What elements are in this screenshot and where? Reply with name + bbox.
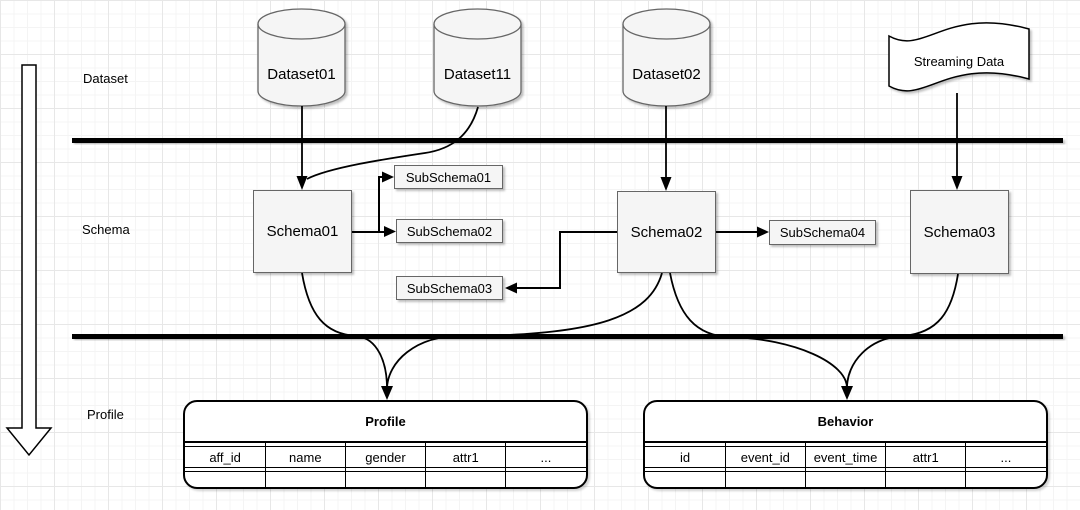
profile-title-divider (185, 441, 586, 443)
arrowhead-schema02-top (660, 177, 672, 191)
dataset11-label: Dataset11 (443, 66, 512, 83)
profile-header-bottomline (185, 467, 586, 468)
lane-divider-bottom (72, 334, 1063, 339)
streaming-data-label: Streaming Data (913, 54, 1005, 69)
edge-schema01-to-subschema01 (378, 176, 383, 232)
behavior-header-bottomline (645, 467, 1046, 468)
dataset02-cylinder-icon (622, 8, 711, 107)
subschema04-node: SubSchema04 (769, 220, 876, 245)
edge-schema03-to-behavior (846, 273, 959, 389)
timeline-arrow (5, 64, 53, 457)
profile-table: Profile aff_id name gender attr1 ... (183, 400, 588, 489)
edge-schema02-to-subschema03 (517, 231, 617, 289)
behavior-table-title: Behavior (817, 414, 874, 429)
behavior-col-line-2 (805, 441, 806, 487)
behavior-col-line-4 (965, 441, 966, 487)
schema03-node: Schema03 (910, 190, 1009, 274)
edge-schema02-to-behavior (669, 272, 848, 389)
edge-dataset11-to-schema01 (306, 106, 479, 180)
profile-col-header: ... (540, 449, 552, 465)
subschema03-label: SubSchema03 (406, 280, 493, 296)
schema03-label: Schema03 (923, 223, 996, 241)
edge-schema02-to-profile (386, 272, 663, 389)
arrowhead-subschema04 (757, 226, 769, 238)
behavior-col-header: id (680, 449, 691, 465)
dataset11-cylinder-icon (433, 8, 522, 107)
dataset02-label: Dataset02 (632, 66, 701, 83)
profile-col-line-4 (505, 441, 506, 487)
profile-header-topline (185, 446, 586, 447)
profile-col-header: gender (365, 449, 406, 465)
schema01-label: Schema01 (266, 223, 339, 240)
profile-col-line-2 (345, 441, 346, 487)
behavior-col-header: ... (1000, 449, 1012, 465)
dataset01-label: Dataset01 (267, 66, 336, 83)
lane-label-profile: Profile (87, 407, 124, 422)
behavior-table: Behavior id event_id event_time attr1 ..… (643, 400, 1048, 489)
profile-col-line-3 (425, 441, 426, 487)
behavior-col-header: event_time (813, 449, 878, 465)
schema01-node: Schema01 (253, 190, 352, 273)
arrowhead-subschema03 (505, 282, 517, 294)
behavior-header-topline (645, 446, 1046, 447)
subschema01-node: SubSchema01 (394, 165, 503, 189)
profile-col-line-1 (265, 441, 266, 487)
profile-table-title: Profile (365, 414, 406, 429)
streaming-data-tape-icon (888, 22, 1030, 92)
behavior-col-line-1 (725, 441, 726, 487)
behavior-col-header: event_id (740, 449, 790, 465)
behavior-header-row: id event_id event_time attr1 ... (645, 447, 1046, 467)
profile-col-header: attr1 (452, 449, 479, 465)
schema02-node: Schema02 (617, 191, 716, 273)
behavior-body-topline (645, 471, 1046, 472)
arrowhead-schema01-top (296, 176, 308, 190)
profile-col-header: name (289, 449, 322, 465)
profile-body-topline (185, 471, 586, 472)
arrowhead-behavior-top (841, 386, 853, 400)
edge-schema01-to-profile (301, 272, 388, 389)
arrowhead-profile-top (381, 386, 393, 400)
subschema01-label: SubSchema01 (405, 169, 492, 185)
subschema04-label: SubSchema04 (779, 225, 866, 240)
subschema02-node: SubSchema02 (396, 219, 503, 243)
dataset01-cylinder-icon (257, 8, 346, 107)
lane-label-dataset: Dataset (83, 71, 128, 86)
behavior-col-header: attr1 (912, 449, 939, 465)
subschema02-label: SubSchema02 (406, 223, 493, 239)
profile-col-header: aff_id (209, 449, 241, 465)
lane-divider-top (72, 138, 1063, 143)
subschema03-node: SubSchema03 (396, 276, 503, 300)
arrowhead-schema03-top (951, 176, 963, 190)
profile-header-row: aff_id name gender attr1 ... (185, 447, 586, 467)
arrowhead-subschema01 (382, 171, 394, 183)
behavior-col-line-3 (885, 441, 886, 487)
schema02-label: Schema02 (630, 223, 703, 241)
lane-label-schema: Schema (82, 222, 130, 237)
behavior-title-divider (645, 441, 1046, 443)
arrowhead-subschema02 (384, 226, 396, 237)
